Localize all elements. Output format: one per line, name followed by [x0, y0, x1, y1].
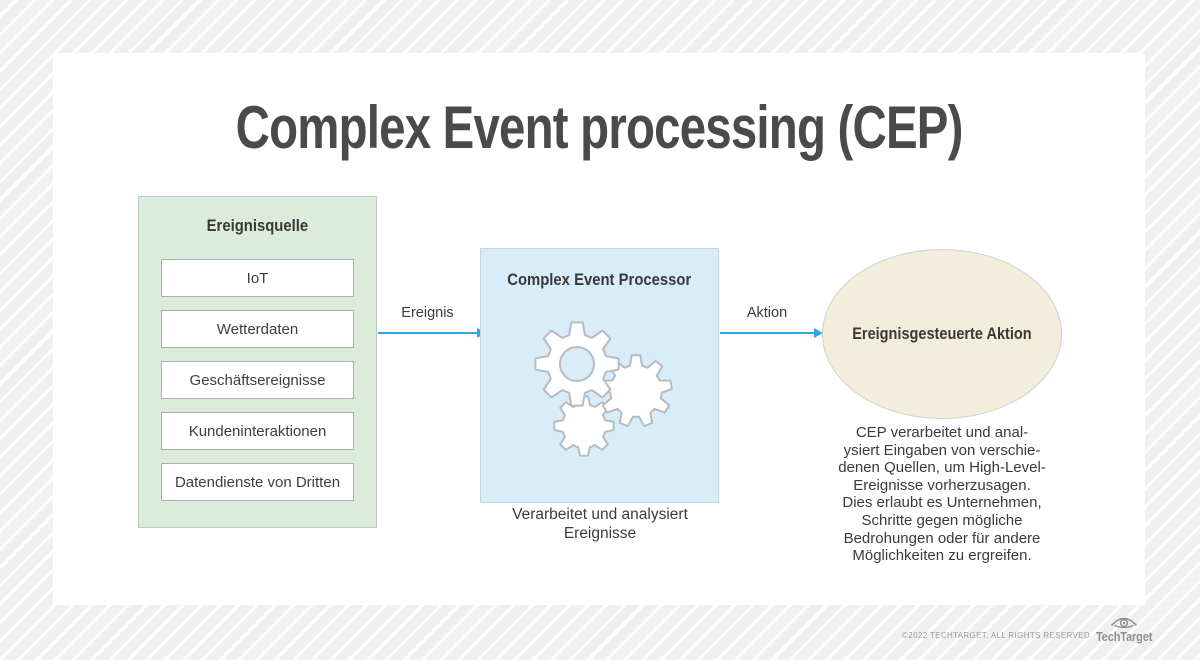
techtarget-logo: TechTarget [1096, 615, 1156, 646]
techtarget-wordmark: TechTarget [1096, 629, 1153, 644]
gears-icon [534, 321, 673, 457]
processor-box: Complex Event Processor [480, 248, 719, 503]
processor-title: Complex Event Processor [507, 271, 692, 289]
event-source-title: Ereignisquelle [206, 217, 309, 235]
source-item-weather: Wetterdaten [161, 310, 354, 348]
techtarget-eye-icon [1111, 617, 1137, 628]
processor-caption: Verarbeitet und analysiert Ereignisse [512, 506, 688, 542]
diagram-card: Complex Event processing (CEP) Ereignisq… [53, 53, 1145, 605]
event-source-list: IoT Wetterdaten Geschäftsereignisse Kund… [161, 259, 354, 514]
action-title: Ereignisgesteuerte Aktion [852, 324, 1032, 343]
action-arrow [720, 328, 823, 338]
action-ellipse: Ereignisgesteuerte Aktion [822, 249, 1062, 419]
page-title: Complex Event processing (CEP) [235, 94, 964, 161]
source-item-third-party-data: Datendienste von Dritten [161, 463, 354, 501]
event-arrow [378, 328, 486, 338]
event-arrow-label: Ereignis [401, 305, 454, 321]
action-description: CEP verarbeitet und anal- ysiert Eingabe… [838, 424, 1046, 565]
copyright-text: ©2022 TECHTARGET, ALL RIGHTS RESERVED [902, 631, 1090, 640]
source-item-iot: IoT [161, 259, 354, 297]
action-arrow-label: Aktion [746, 305, 788, 321]
event-source-box: Ereignisquelle IoT Wetterdaten Geschäfts… [138, 196, 377, 528]
source-item-business-events: Geschäftsereignisse [161, 361, 354, 399]
source-item-customer-interactions: Kundeninteraktionen [161, 412, 354, 450]
action-arrowhead-icon [814, 328, 823, 338]
